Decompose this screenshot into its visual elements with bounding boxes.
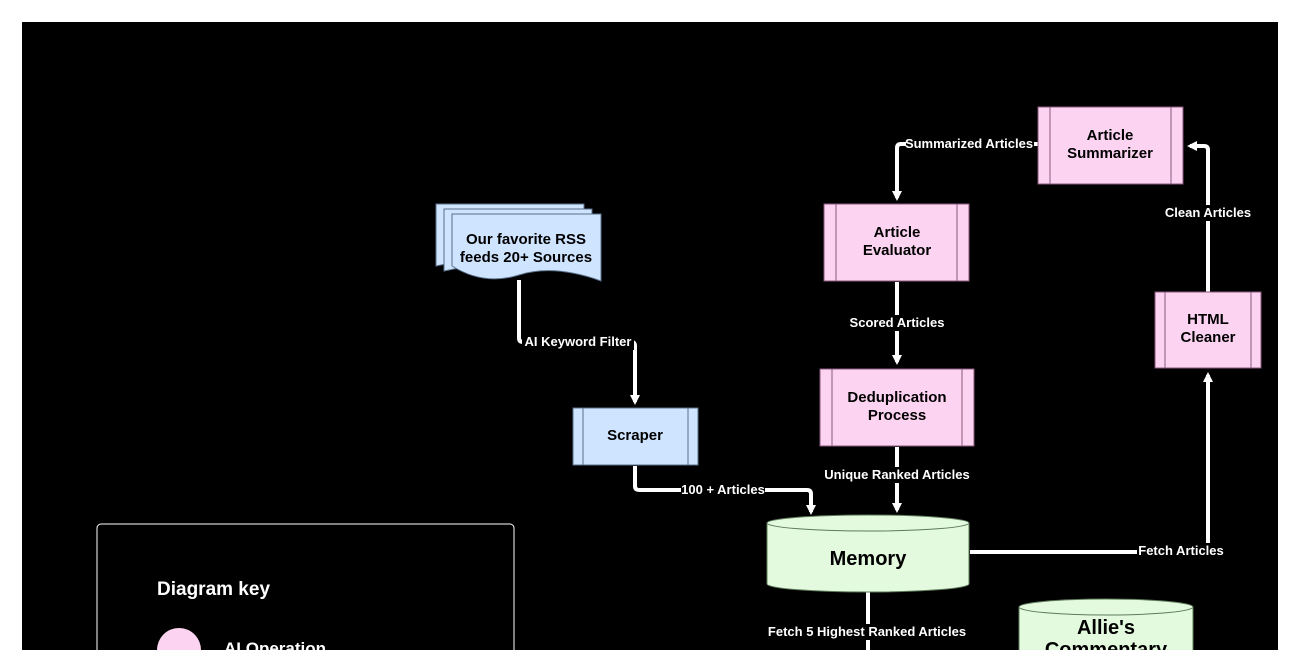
key-title: Diagram key xyxy=(157,579,270,600)
deduplication-node: Deduplication Process xyxy=(819,368,975,447)
edge-label-keyword-filter: AI Keyword Filter xyxy=(525,334,632,349)
edge-summarizer-to-evaluator xyxy=(892,142,1038,201)
evaluator-line-1: Article xyxy=(874,224,921,241)
rss-feeds-line-1: Our favorite RSS xyxy=(466,231,586,248)
allies-commentary-node: Allie's Commentary xyxy=(1018,598,1194,650)
dedup-line-2: Process xyxy=(868,407,926,424)
summarizer-line-2: Summarizer xyxy=(1067,145,1153,162)
evaluator-line-2: Evaluator xyxy=(863,242,932,259)
edge-label-scored: Scored Articles xyxy=(850,315,945,330)
article-summarizer-node: Article Summarizer xyxy=(1037,106,1184,185)
scraper-node: Scraper xyxy=(572,407,699,466)
edge-cleaner-to-summarizer xyxy=(1187,141,1210,292)
edge-label-fetch-top5: Fetch 5 Highest Ranked Articles xyxy=(768,624,966,639)
rss-feeds-node: Our favorite RSS feeds 20+ Sources xyxy=(435,203,602,282)
article-evaluator-node: Article Evaluator xyxy=(823,203,970,282)
cleaner-line-1: HTML xyxy=(1187,311,1229,328)
allies-line-1: Allie's xyxy=(1077,617,1135,639)
memory-label: Memory xyxy=(830,548,908,570)
diagram-key: Diagram key AI Operation xyxy=(96,523,515,650)
key-ai-operation-swatch xyxy=(157,628,201,650)
dedup-line-1: Deduplication xyxy=(847,389,946,406)
edge-label-clean: Clean Articles xyxy=(1165,205,1251,220)
edge-label-unique-ranked: Unique Ranked Articles xyxy=(824,467,969,482)
edge-label-summarized: Summarized Articles xyxy=(905,136,1033,151)
allies-line-2: Commentary xyxy=(1045,639,1168,650)
edge-label-fetch: Fetch Articles xyxy=(1138,543,1224,558)
edge-memory-to-cleaner xyxy=(970,372,1213,554)
scraper-label: Scraper xyxy=(607,427,663,444)
rss-feeds-line-2: feeds 20+ Sources xyxy=(460,249,592,266)
flow-diagram: AI Keyword Filter 100 + Articles Summari… xyxy=(96,106,1262,650)
diagram-canvas: AI Keyword Filter 100 + Articles Summari… xyxy=(22,22,1278,650)
memory-node: Memory xyxy=(766,514,970,593)
summarizer-line-1: Article xyxy=(1087,127,1134,144)
key-ai-operation-label: AI Operation xyxy=(224,639,326,650)
html-cleaner-node: HTML Cleaner xyxy=(1154,291,1262,369)
edge-label-100-articles: 100 + Articles xyxy=(681,482,765,497)
cleaner-line-2: Cleaner xyxy=(1180,329,1235,346)
